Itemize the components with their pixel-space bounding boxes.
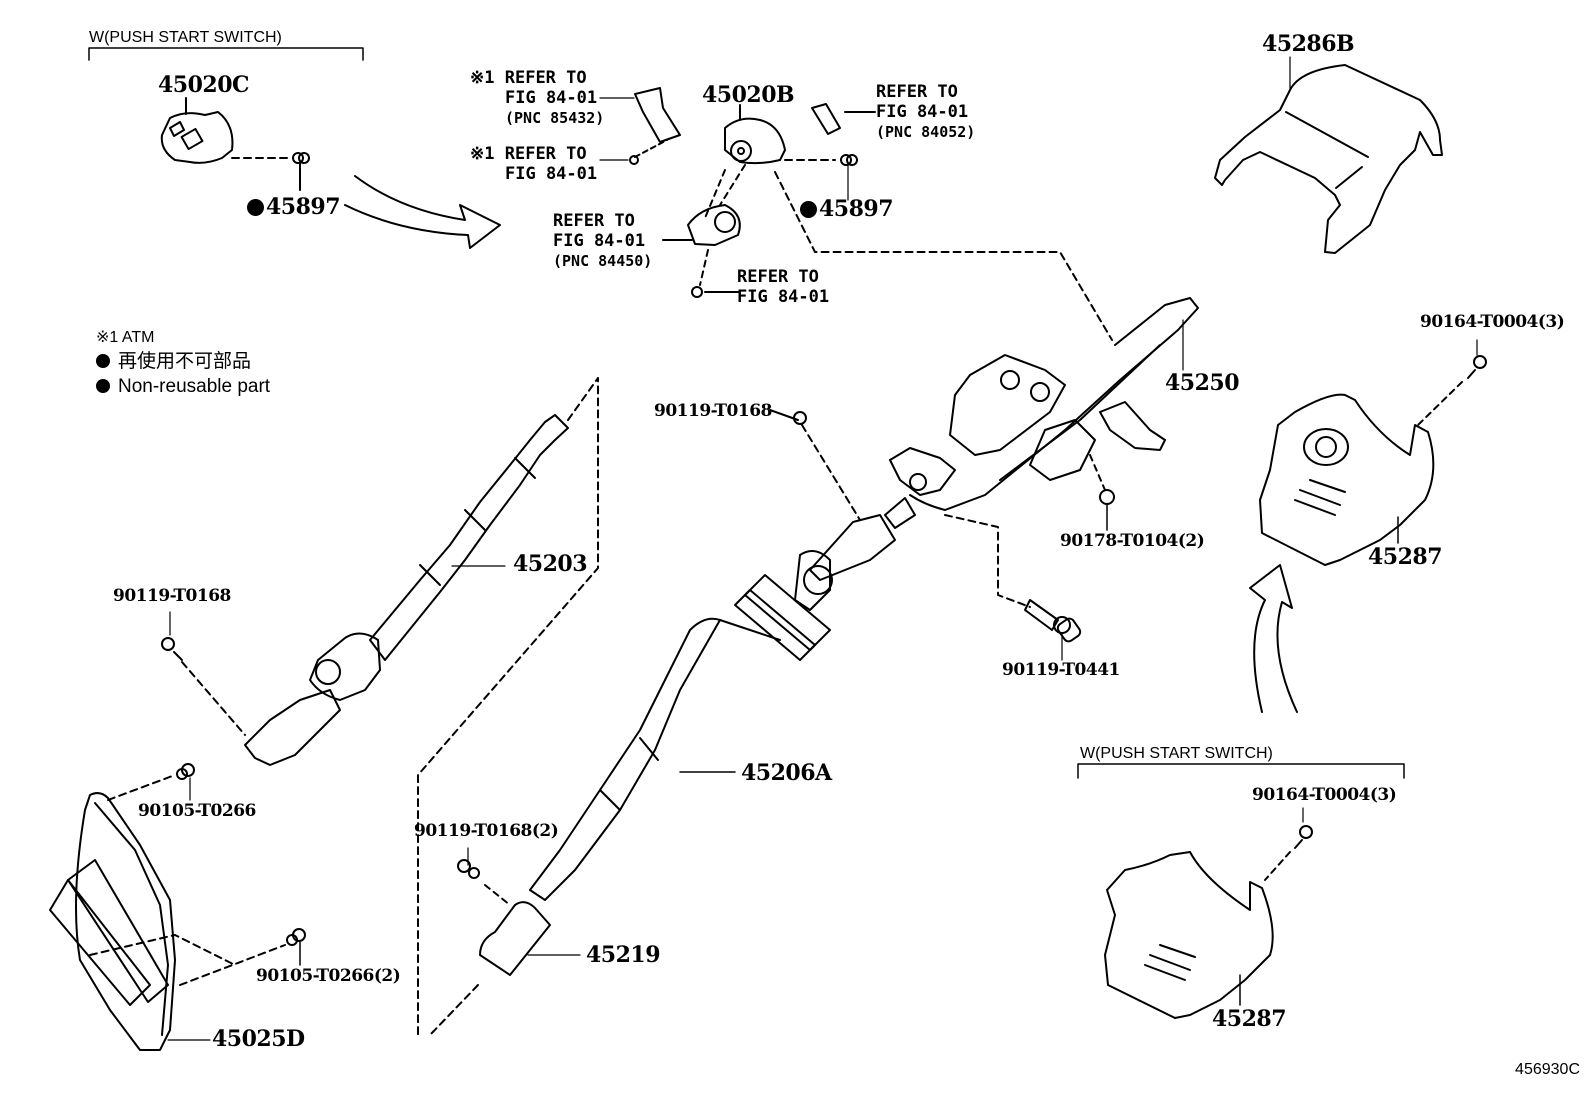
- reference-note-2[interactable]: ※1 REFER TO FIG 84-01: [470, 144, 598, 185]
- ignition-switch-45020C: [160, 97, 234, 164]
- clamp-45219: [429, 847, 581, 1036]
- legend-non-reusable-jp: 再使用不可部品: [96, 349, 270, 375]
- upper-column-cover-45286B: [1214, 56, 1443, 254]
- part-label-45897-right[interactable]: 45897: [800, 198, 894, 220]
- part-label-90105-T0266[interactable]: 90105-T0266: [138, 801, 256, 821]
- condition-label-bottom-right: W(PUSH START SWITCH): [1080, 745, 1273, 762]
- condition-label-top-left: W(PUSH START SWITCH): [89, 29, 282, 46]
- legend: ※1 ATM 再使用不可部品 Non-reusable part: [96, 327, 270, 400]
- part-label-45287-bottom[interactable]: 45287: [1212, 1006, 1287, 1032]
- reference-note-pnc-84052[interactable]: REFER TO FIG 84-01 (PNC 84052): [876, 82, 976, 141]
- intermediate-shaft-45206A: [529, 409, 896, 901]
- part-label-90119-T0441[interactable]: 90119-T0441: [1002, 660, 1120, 680]
- dashed-box-45203: [417, 377, 599, 1036]
- part-label-45020B[interactable]: 45020B: [702, 82, 795, 108]
- lower-column-cover-45287-bottom: [1104, 807, 1313, 1019]
- part-label-45250[interactable]: 45250: [1165, 370, 1240, 396]
- part-label-45287-top[interactable]: 45287: [1368, 544, 1443, 570]
- part-label-90178-T0104[interactable]: 90178-T0104(2): [1060, 531, 1205, 551]
- non-reusable-icon: [800, 201, 817, 218]
- direction-arrow-bottom: [1249, 564, 1298, 713]
- legend-non-reusable-en: Non-reusable part: [96, 374, 270, 400]
- part-label-90119-T0168-2[interactable]: 90119-T0168(2): [414, 821, 559, 841]
- part-label-45206A[interactable]: 45206A: [741, 760, 832, 786]
- part-label-90119-T0168-left[interactable]: 90119-T0168: [113, 586, 231, 606]
- bullet-icon: [96, 379, 110, 394]
- part-label-90164-T0004-top[interactable]: 90164-T0004(3): [1420, 312, 1565, 332]
- bolt-90119-T0168-left: [161, 611, 246, 736]
- dashed-leader-45020B-to-column: [774, 171, 1113, 341]
- part-label-45203[interactable]: 45203: [513, 551, 588, 577]
- part-label-90164-T0004-bottom[interactable]: 90164-T0004(3): [1252, 785, 1397, 805]
- part-label-90105-T0266-2[interactable]: 90105-T0266(2): [256, 966, 401, 986]
- reference-note-pnc-85432[interactable]: ※1 REFER TO FIG 84-01 (PNC 85432): [470, 68, 605, 127]
- bolt-90119-T0441: [944, 514, 1082, 661]
- condition-bracket-bottom-right: [1077, 763, 1405, 779]
- figure-number: 456930C: [1515, 1061, 1580, 1078]
- column-hole-cover-45025D: [49, 763, 306, 1051]
- ignition-switch-45020B: [724, 104, 858, 201]
- part-label-45286B[interactable]: 45286B: [1262, 31, 1355, 57]
- screw-45897-left: [231, 152, 310, 191]
- reference-note-pnc-84450[interactable]: REFER TO FIG 84-01 (PNC 84450): [553, 211, 653, 270]
- part-label-45025D[interactable]: 45025D: [212, 1026, 305, 1052]
- legend-atm-note: ※1 ATM: [96, 329, 155, 346]
- part-label-45219[interactable]: 45219: [586, 942, 661, 968]
- non-reusable-icon: [247, 199, 264, 216]
- steering-column-45250: [884, 297, 1199, 529]
- part-label-90119-T0168-center[interactable]: 90119-T0168: [654, 401, 772, 421]
- steering-shaft-45203: [244, 414, 569, 766]
- sensor-pnc-84450: [662, 164, 746, 298]
- part-label-45897-left[interactable]: 45897: [247, 196, 341, 218]
- condition-bracket-top-left: [88, 47, 364, 61]
- lower-column-cover-45287-top: [1259, 339, 1487, 566]
- nut-90178: [1089, 454, 1115, 531]
- bullet-icon: [96, 353, 110, 368]
- key-pnc-84052: [811, 103, 876, 135]
- part-label-45020C[interactable]: 45020C: [158, 72, 250, 98]
- sensor-pnc-85432: [599, 87, 681, 165]
- reference-note-5[interactable]: REFER TO FIG 84-01: [737, 267, 830, 308]
- direction-arrow-top: [344, 175, 501, 249]
